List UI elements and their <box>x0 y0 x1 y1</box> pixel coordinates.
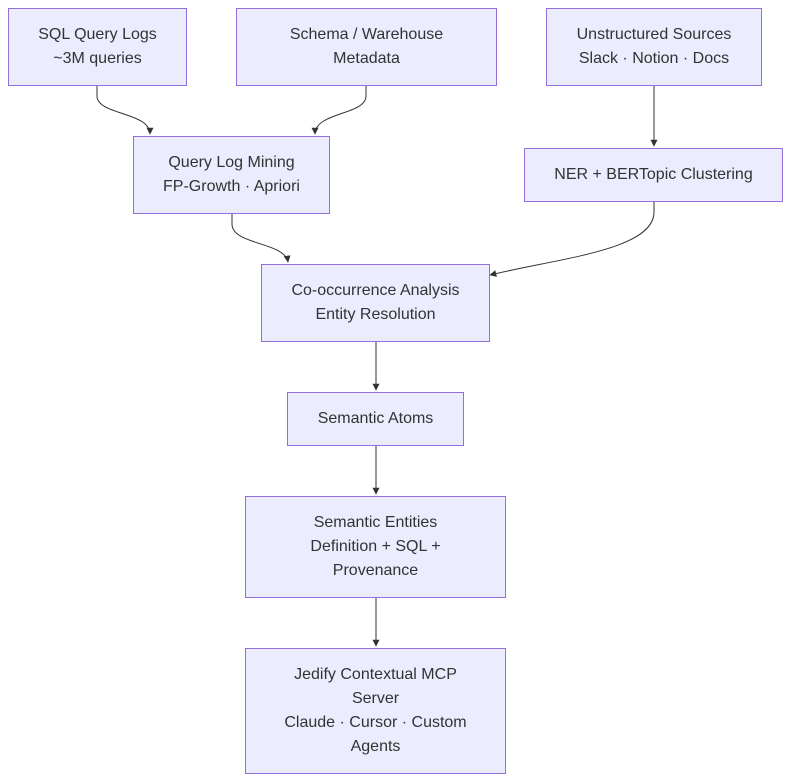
edge-ner-to-cooccurrence <box>489 202 655 277</box>
node-unstructured-sources: Unstructured Sources Slack · Notion · Do… <box>546 8 762 86</box>
node-label-line: SQL Query Logs <box>38 26 157 43</box>
node-label-line: Server <box>351 690 400 707</box>
node-label-line: Co-occurrence Analysis <box>291 282 460 299</box>
node-semantic-entities: Semantic Entities Definition + SQL + Pro… <box>245 496 506 598</box>
node-label-line: Semantic Entities <box>313 514 438 531</box>
node-label-line: Agents <box>350 738 401 755</box>
node-cooccurrence-analysis: Co-occurrence Analysis Entity Resolution <box>261 264 490 342</box>
node-semantic-atoms: Semantic Atoms <box>287 392 464 446</box>
node-sql-query-logs: SQL Query Logs ~3M queries <box>8 8 187 86</box>
node-label-line: Metadata <box>333 50 400 67</box>
node-label-line: Definition + SQL + <box>310 538 441 555</box>
node-query-log-mining: Query Log Mining FP-Growth · Apriori <box>133 136 330 214</box>
node-schema-warehouse-metadata: Schema / Warehouse Metadata <box>236 8 497 86</box>
node-jedify-mcp-server: Jedify Contextual MCP Server Claude · Cu… <box>245 648 506 774</box>
node-label-line: Slack · Notion · Docs <box>578 50 730 67</box>
node-label-line: Semantic Atoms <box>317 410 434 427</box>
node-label-line: Query Log Mining <box>168 154 295 171</box>
node-label-line: Unstructured Sources <box>576 26 732 43</box>
node-label-line: Provenance <box>332 562 419 579</box>
node-label-line: ~3M queries <box>53 50 142 67</box>
edge-schema-to-query-log-mining <box>311 86 367 135</box>
edge-sql-logs-to-query-log-mining <box>96 86 154 135</box>
node-ner-bertopic-clustering: NER + BERTopic Clustering <box>524 148 783 202</box>
node-label-line: Claude · Cursor · Custom <box>284 714 467 731</box>
edge-query-log-mining-to-cooccurrence <box>231 214 291 263</box>
node-label-line: Entity Resolution <box>315 306 436 323</box>
node-label-line: NER + BERTopic Clustering <box>554 166 753 183</box>
node-label-line: Schema / Warehouse <box>289 26 444 43</box>
node-label-line: Jedify Contextual MCP <box>294 666 457 683</box>
node-label-line: FP-Growth · Apriori <box>163 178 300 195</box>
